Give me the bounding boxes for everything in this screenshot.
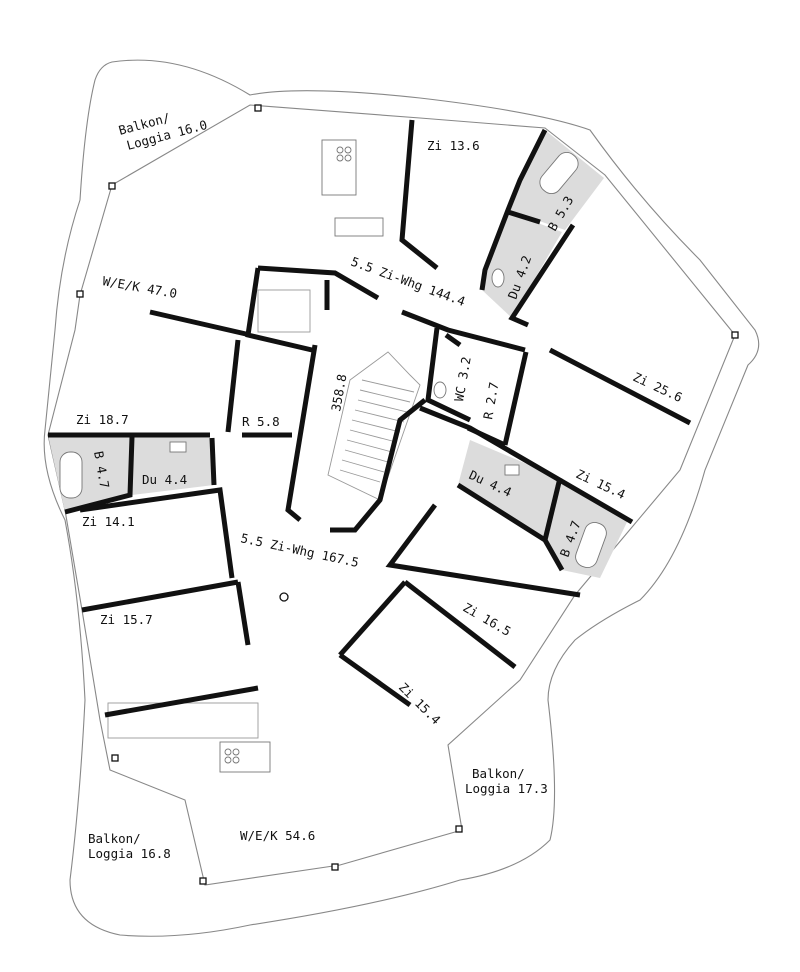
label-balkon-sw-2: Loggia 16.8 bbox=[88, 846, 171, 861]
bathtub-b47-east bbox=[575, 521, 607, 569]
elevator-shaft bbox=[257, 289, 311, 333]
label-whg-144: 5.5 Zi-Whg 144.4 bbox=[349, 254, 467, 309]
label-zi-15-7: Zi 15.7 bbox=[100, 612, 153, 627]
label-zi-14-1: Zi 14.1 bbox=[82, 514, 135, 529]
walls bbox=[48, 119, 692, 718]
burner bbox=[336, 146, 344, 154]
toilet-wc bbox=[433, 381, 447, 399]
label-balkon-se-2: Loggia 17.3 bbox=[465, 781, 548, 796]
burner bbox=[336, 154, 344, 162]
facade-outline bbox=[47, 104, 736, 886]
sink-du44-west bbox=[169, 441, 187, 453]
burner bbox=[224, 756, 232, 764]
label-whg-167: 5.5 Zi-Whg 167.5 bbox=[239, 530, 360, 570]
burner bbox=[232, 748, 240, 756]
label-zi-13-6: Zi 13.6 bbox=[427, 138, 480, 153]
sink-du44-east bbox=[504, 464, 520, 476]
cooktop-south bbox=[219, 741, 271, 773]
label-wek-47: W/E/K 47.0 bbox=[101, 273, 178, 301]
label-balkon-se-1: Balkon/ bbox=[472, 766, 525, 781]
burner bbox=[344, 146, 352, 154]
label-zi-25-6: Zi 25.6 bbox=[631, 369, 685, 405]
staircase bbox=[327, 351, 421, 501]
label-b-4-7-west: B 4.7 bbox=[91, 450, 112, 490]
label-r-2-7: R 2.7 bbox=[480, 381, 501, 421]
label-wc-3-2: WC 3.2 bbox=[451, 355, 474, 402]
toilet-du42 bbox=[491, 268, 505, 288]
label-stair-area: 358.8 bbox=[328, 373, 349, 413]
label-wek-54: W/E/K 54.6 bbox=[240, 828, 315, 843]
burner bbox=[232, 756, 240, 764]
columns bbox=[76, 104, 739, 885]
bathroom-du44-east bbox=[458, 440, 560, 540]
burner bbox=[224, 748, 232, 756]
balcony-outline bbox=[43, 59, 760, 937]
bathroom-du44-west bbox=[132, 437, 214, 495]
burner bbox=[344, 154, 352, 162]
label-zi-15-4-south: Zi 15.4 bbox=[396, 680, 444, 728]
bathtub-b47-west bbox=[59, 451, 83, 499]
bathtub-b53 bbox=[539, 151, 579, 195]
label-du-4-4-west: Du 4.4 bbox=[142, 472, 187, 487]
label-balkon-sw-1: Balkon/ bbox=[88, 831, 141, 846]
bathroom-du42 bbox=[482, 212, 562, 318]
label-r-5-8: R 5.8 bbox=[242, 414, 280, 429]
label-zi-18-7: Zi 18.7 bbox=[76, 412, 129, 427]
kitchen-counter-north bbox=[334, 217, 384, 237]
